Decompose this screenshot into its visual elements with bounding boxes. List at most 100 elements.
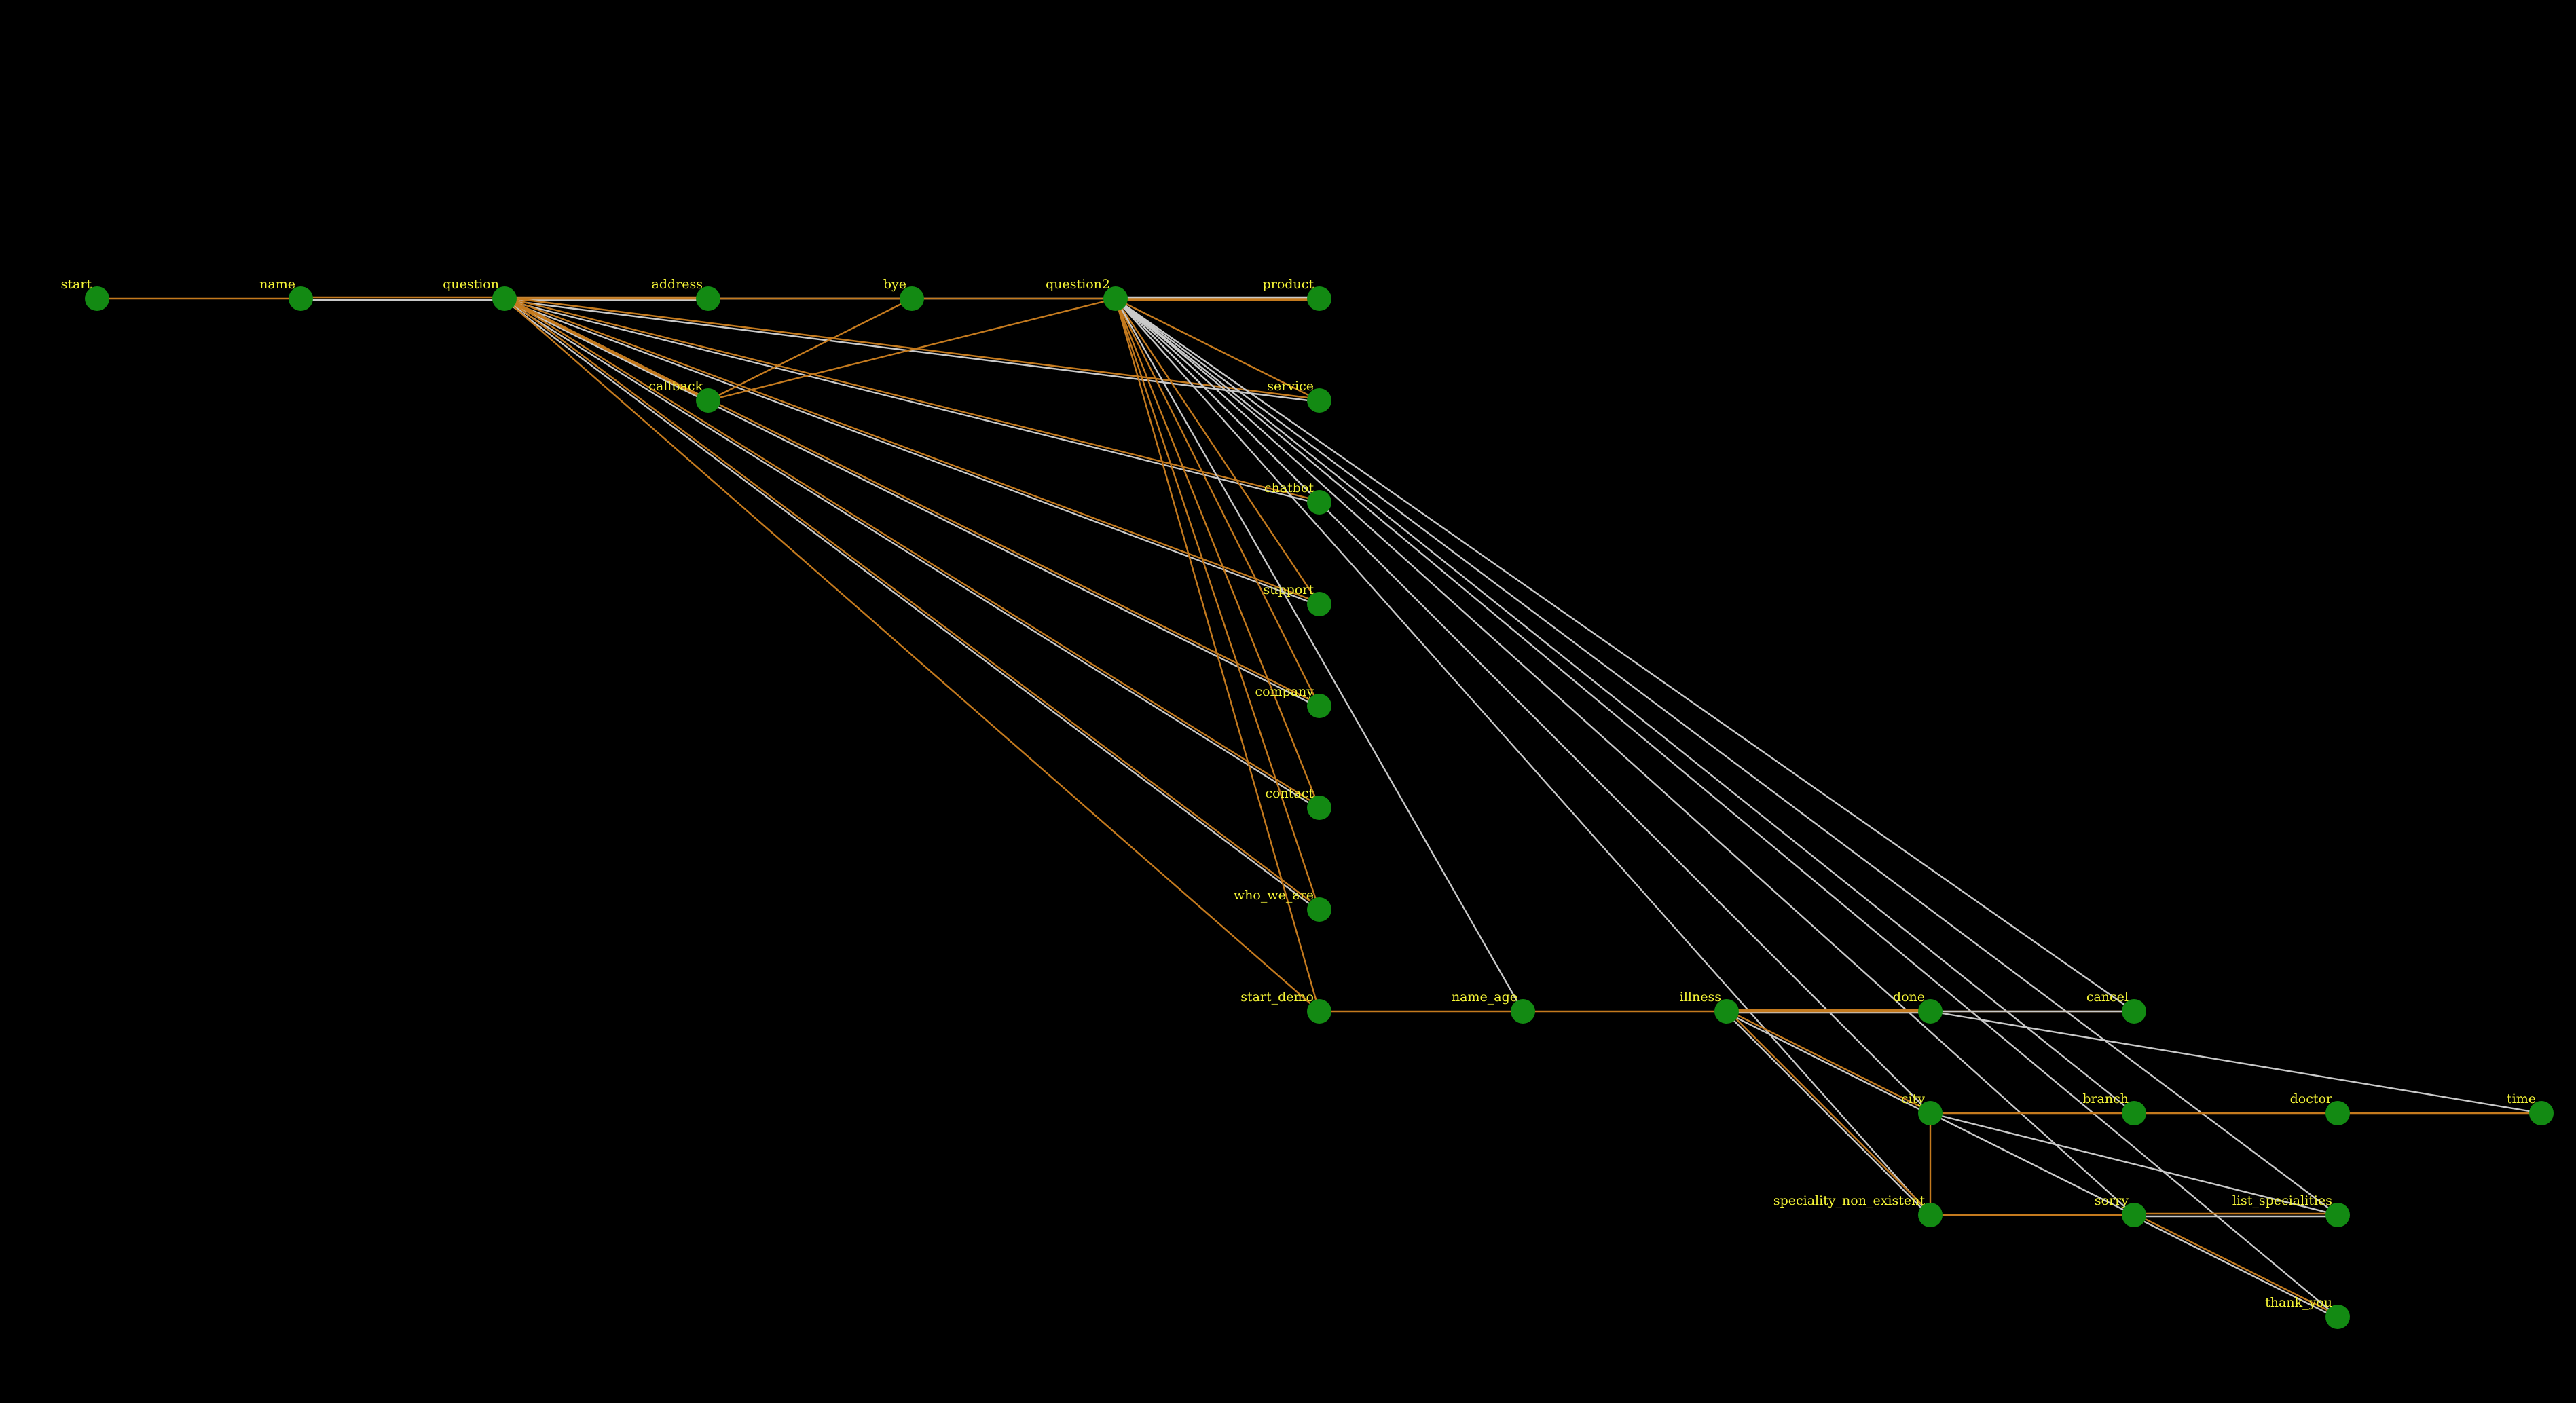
edge-question2-to-support	[1115, 298, 1320, 605]
edge-question2-to-service	[1115, 297, 1320, 402]
node-label-time: time	[2507, 1091, 2536, 1106]
node-dot-question2[interactable]	[1103, 286, 1128, 311]
node-company[interactable]: company	[1255, 684, 1331, 718]
node-dot-support[interactable]	[1307, 592, 1331, 616]
node-doctor[interactable]: doctor	[2290, 1091, 2350, 1125]
node-branch[interactable]: branch	[2082, 1091, 2146, 1125]
edge-question-to-support	[503, 299, 1319, 606]
node-dot-address[interactable]	[696, 286, 720, 311]
node-name[interactable]: name	[259, 277, 313, 311]
node-dot-doctor[interactable]	[2325, 1101, 2350, 1125]
edge-question2-to-start_demo	[1114, 298, 1321, 1012]
edge-question-to-company	[503, 299, 1319, 708]
edge-question2-to-city	[1115, 298, 1931, 1114]
node-label-list_specialities: list_specialities	[2232, 1193, 2332, 1208]
node-dot-question[interactable]	[492, 286, 517, 311]
node-dot-done[interactable]	[1918, 999, 1943, 1024]
node-cancel[interactable]: cancel	[2086, 990, 2146, 1024]
node-dot-start[interactable]	[85, 286, 109, 311]
edges-layer	[97, 296, 2542, 1319]
edge-question-to-company	[504, 297, 1321, 706]
node-start[interactable]: start	[61, 277, 109, 311]
edge-question-to-chatbot	[504, 296, 1320, 502]
edge-question2-to-company	[1114, 298, 1321, 707]
node-name_age[interactable]: name_age	[1452, 990, 1535, 1024]
node-dot-service[interactable]	[1307, 388, 1331, 413]
node-address[interactable]: address	[652, 277, 720, 311]
node-label-speciality_non_existent: speciality_non_existent	[1773, 1193, 1926, 1208]
node-contact[interactable]: contact	[1265, 786, 1331, 820]
node-who_we_are[interactable]: who_we_are	[1234, 888, 1331, 922]
edge-question2-to-sorry	[1115, 298, 2135, 1216]
node-support[interactable]: support	[1264, 582, 1331, 616]
node-label-doctor: doctor	[2290, 1091, 2333, 1106]
nodes-layer: start name question address bye question2 prod…	[61, 277, 2554, 1329]
node-list_specialities[interactable]: list_specialities	[2232, 1193, 2350, 1227]
node-illness[interactable]: illness	[1680, 990, 1739, 1024]
node-callback[interactable]: callback	[648, 379, 720, 413]
node-speciality_non_existent[interactable]: speciality_non_existent	[1773, 1193, 1943, 1227]
node-dot-city[interactable]	[1918, 1101, 1943, 1125]
node-thank_you[interactable]: thank_you	[2265, 1295, 2350, 1329]
node-label-cancel: cancel	[2086, 990, 2129, 1005]
node-label-callback: callback	[648, 379, 703, 394]
node-label-bye: bye	[883, 277, 906, 292]
edge-question-to-start_demo	[504, 298, 1320, 1012]
node-dot-speciality_non_existent[interactable]	[1918, 1203, 1943, 1227]
edge-question-to-who_we_are	[504, 297, 1321, 910]
node-start_demo[interactable]: start_demo	[1240, 990, 1331, 1024]
edge-question2-to-speciality_non_existent	[1115, 298, 1931, 1216]
node-dot-illness[interactable]	[1714, 999, 1739, 1024]
node-label-name: name	[259, 277, 295, 292]
node-dot-callback[interactable]	[696, 388, 720, 413]
node-dot-list_specialities[interactable]	[2325, 1203, 2350, 1227]
edge-question-to-support	[504, 297, 1321, 604]
edge-question2-to-thank_you	[1115, 298, 2338, 1317]
edge-illness-to-city	[1725, 1011, 1930, 1115]
node-dot-branch[interactable]	[2122, 1101, 2146, 1125]
node-label-service: service	[1267, 379, 1314, 394]
node-dot-time[interactable]	[2529, 1101, 2554, 1125]
node-dot-product[interactable]	[1307, 286, 1331, 311]
edge-question-to-service	[504, 299, 1319, 403]
node-dot-cancel[interactable]	[2122, 999, 2146, 1024]
node-sorry[interactable]: sorry	[2095, 1193, 2146, 1227]
node-label-contact: contact	[1265, 786, 1314, 801]
node-service[interactable]: service	[1267, 379, 1331, 413]
edge-question-to-service	[504, 296, 1320, 400]
edge-question2-to-list_specialities	[1115, 298, 2338, 1216]
node-dot-who_we_are[interactable]	[1307, 897, 1331, 922]
edge-illness-to-city	[1727, 1009, 1932, 1113]
node-dot-name[interactable]	[289, 286, 313, 311]
node-product[interactable]: product	[1263, 277, 1331, 311]
edge-question2-to-contact	[1114, 298, 1321, 808]
node-dot-chatbot[interactable]	[1307, 490, 1331, 515]
node-question2[interactable]: question2	[1046, 277, 1128, 311]
edge-callback-to-bye	[707, 297, 913, 402]
node-dot-name_age[interactable]	[1511, 999, 1535, 1024]
edge-question-to-callback	[504, 297, 709, 402]
node-time[interactable]: time	[2507, 1091, 2554, 1125]
node-dot-thank_you[interactable]	[2325, 1305, 2350, 1329]
node-dot-contact[interactable]	[1307, 796, 1331, 820]
edge-city-to-list_specialities	[1930, 1112, 2338, 1216]
node-dot-start_demo[interactable]	[1307, 999, 1331, 1024]
node-label-chatbot: chatbot	[1264, 481, 1314, 495]
node-city[interactable]: city	[1901, 1091, 1943, 1125]
node-done[interactable]: done	[1893, 990, 1943, 1024]
node-label-question: question	[443, 277, 499, 292]
edge-sorry-to-thank_you	[2134, 1213, 2339, 1317]
node-bye[interactable]: bye	[883, 277, 924, 311]
node-label-question2: question2	[1046, 277, 1110, 292]
node-label-support: support	[1264, 582, 1314, 597]
edge-question-to-contact	[503, 299, 1319, 810]
node-dot-company[interactable]	[1307, 694, 1331, 718]
node-question[interactable]: question	[443, 277, 517, 311]
node-label-thank_you: thank_you	[2265, 1295, 2332, 1310]
edge-question-to-who_we_are	[503, 299, 1319, 912]
node-label-start: start	[61, 277, 92, 292]
node-dot-sorry[interactable]	[2122, 1203, 2146, 1227]
node-dot-bye[interactable]	[900, 286, 924, 311]
node-chatbot[interactable]: chatbot	[1264, 481, 1331, 515]
